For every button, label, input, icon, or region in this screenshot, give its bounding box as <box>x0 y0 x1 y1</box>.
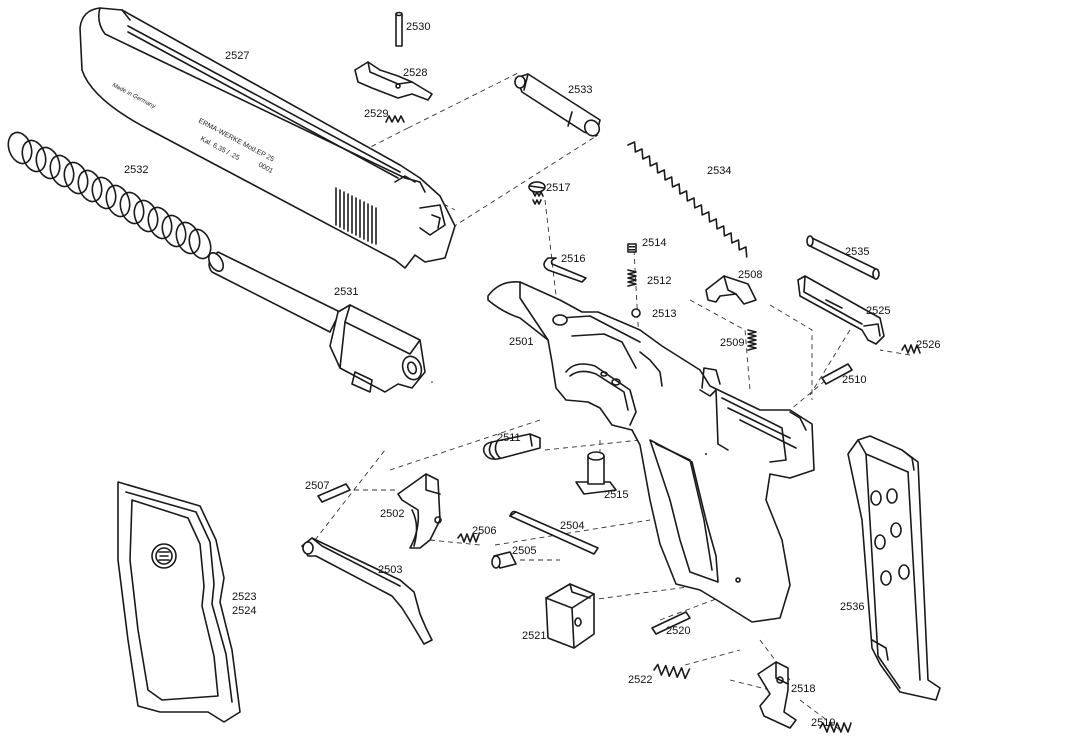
part-2507-pin <box>317 483 351 503</box>
part-2508-lever <box>705 275 757 305</box>
part-2514-plunger <box>627 243 637 253</box>
part-2509-spring <box>747 329 757 351</box>
part-2505-plunger <box>491 551 517 569</box>
part-2516-spring <box>543 257 587 283</box>
label-2526: 2526 <box>916 339 940 351</box>
label-2534: 2534 <box>707 165 731 177</box>
part-2536-magazine <box>847 435 941 701</box>
label-2528: 2528 <box>403 67 427 79</box>
part-2523-2524-grip-panel <box>117 481 241 723</box>
part-2501-frame <box>487 280 815 623</box>
label-2507: 2507 <box>305 480 329 492</box>
label-2506: 2506 <box>472 525 496 537</box>
part-2502-trigger <box>397 473 442 549</box>
part-2513-ball <box>631 308 641 318</box>
label-2516: 2516 <box>561 253 585 265</box>
part-2521-block <box>545 583 595 649</box>
label-2510: 2510 <box>842 374 866 386</box>
label-2531: 2531 <box>334 286 358 298</box>
part-2527-slide: Made in Germany ERMA-WERKE Mod.EP 25 Kal… <box>79 7 456 269</box>
part-2529-extractor-spring <box>385 115 405 123</box>
part-2510-pin <box>821 363 853 385</box>
label-2504: 2504 <box>560 520 584 532</box>
label-2508: 2508 <box>738 269 762 281</box>
part-2520-pin <box>651 611 691 635</box>
part-2517-screw <box>528 181 546 205</box>
part-2503-trigger-bar <box>301 537 433 645</box>
part-2535-pin <box>806 235 880 280</box>
part-2534-firing-pin-spring <box>627 141 748 258</box>
label-2523: 2523 <box>232 591 256 603</box>
label-2519: 2519 <box>811 717 835 729</box>
label-2502: 2502 <box>380 508 404 520</box>
part-2530-pin <box>395 11 403 47</box>
label-2501: 2501 <box>509 336 533 348</box>
label-2524: 2524 <box>232 605 256 617</box>
label-2515: 2515 <box>604 489 628 501</box>
part-2519-spring <box>819 722 852 733</box>
label-2535: 2535 <box>845 246 869 258</box>
part-2531-barrel <box>207 251 426 393</box>
label-2513: 2513 <box>652 308 676 320</box>
label-2525: 2525 <box>866 305 890 317</box>
label-2505: 2505 <box>512 545 536 557</box>
label-2521: 2521 <box>522 630 546 642</box>
label-2532: 2532 <box>124 164 148 176</box>
label-2511: 2511 <box>497 432 521 444</box>
label-2518: 2518 <box>791 683 815 695</box>
label-2512: 2512 <box>647 275 671 287</box>
part-2511-trigger-bar-pin <box>482 433 541 460</box>
slide-serrations <box>335 187 377 245</box>
label-2520: 2520 <box>666 625 690 637</box>
part-2528-extractor <box>354 61 433 101</box>
label-2527: 2527 <box>225 50 249 62</box>
label-2517: 2517 <box>546 182 570 194</box>
part-2525-safety <box>797 275 885 345</box>
label-2533: 2533 <box>568 84 592 96</box>
label-2522: 2522 <box>628 674 652 686</box>
part-number-labels: 2530 2528 2529 2527 2533 2534 2532 2517 … <box>124 21 940 729</box>
part-2532-recoil-spring <box>7 131 212 260</box>
part-2522-spring <box>653 663 691 680</box>
part-2518-latch <box>757 661 797 729</box>
part-2526-spring <box>901 344 921 354</box>
part-2504-leaf-spring <box>509 510 599 555</box>
label-2536: 2536 <box>840 601 864 613</box>
label-2529: 2529 <box>364 108 388 120</box>
part-2512-spring <box>627 269 637 287</box>
label-2503: 2503 <box>378 564 402 576</box>
part-2533-firing-pin <box>514 73 601 137</box>
label-2530: 2530 <box>406 21 430 33</box>
label-2509: 2509 <box>720 337 744 349</box>
part-2506-spring <box>457 533 480 543</box>
part-2515-plunger-block <box>575 451 617 495</box>
label-2514: 2514 <box>642 237 666 249</box>
